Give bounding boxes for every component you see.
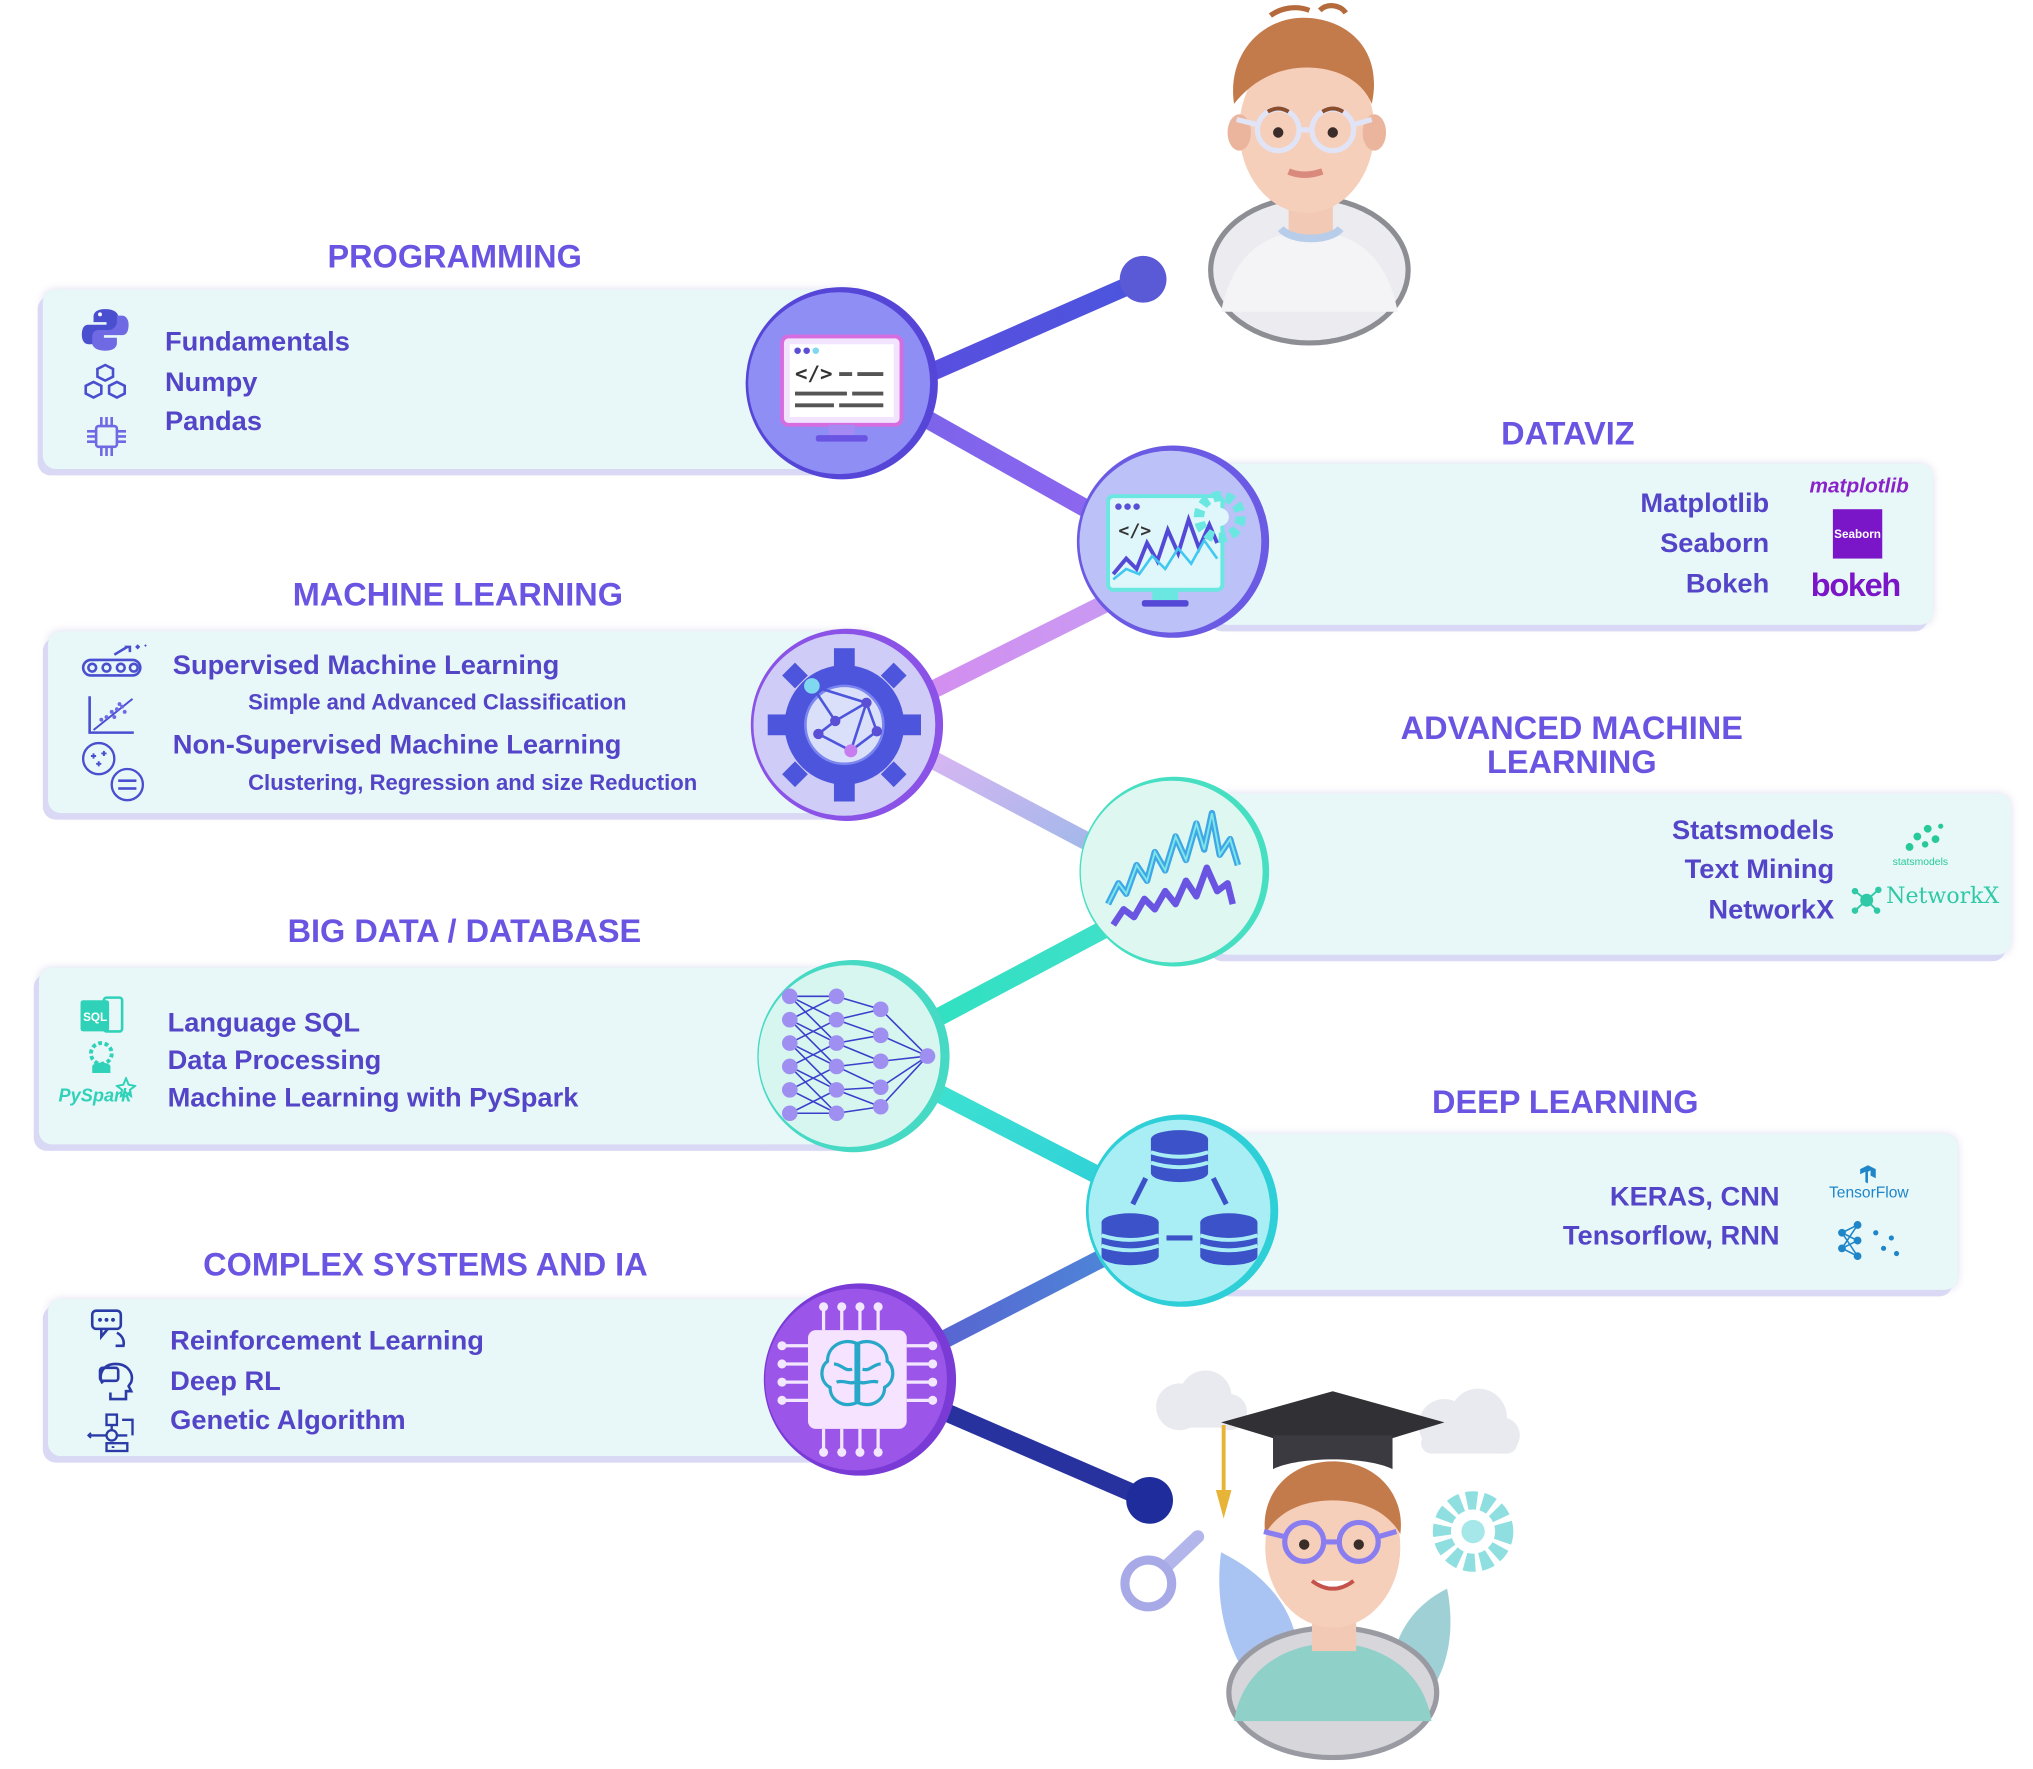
machine-learning-item-3: Non-Supervised Machine Learning <box>172 730 622 760</box>
bokeh-logo: bokeh <box>1810 567 1901 605</box>
dataviz-item-1: Matplotlib <box>1640 488 1770 519</box>
big-data-item-1: Language SQL <box>167 1008 361 1038</box>
machine-learning-item-2: Simple and Advanced Classification <box>248 689 627 715</box>
big-data-title: BIG DATA / DATABASE <box>287 913 642 950</box>
programming-item-2: Numpy <box>164 367 258 398</box>
statsmodels-icon <box>1905 823 1944 851</box>
sql-logo-text: SQL <box>83 1011 107 1024</box>
neural-net-icon <box>1838 1221 1900 1261</box>
advanced-ml-item-1: Statsmodels <box>1671 815 1835 846</box>
tensorflow-logo: TensorFlow <box>1828 1183 1909 1202</box>
link-start <box>905 270 1147 391</box>
complex-systems-panel <box>48 1299 867 1457</box>
student-avatar <box>1208 3 1411 346</box>
svg-text:</>: </> <box>795 362 833 386</box>
link-programming-dataviz <box>904 401 1122 535</box>
sql-icon: SQL <box>80 996 124 1033</box>
chat-bot-icon <box>90 1309 126 1348</box>
programming-title: PROGRAMMING <box>327 239 582 276</box>
advanced-ml-title: ADVANCED MACHINE LEARNING <box>1364 712 1780 780</box>
complex-systems-item-1: Reinforcement Learning <box>170 1326 484 1357</box>
big-data-panel <box>38 967 877 1145</box>
machine-learning-gear-node <box>750 628 944 821</box>
machine-learning-panel <box>48 631 875 814</box>
scatter-plot-icon <box>88 696 134 734</box>
complex-systems-item-3: Genetic Algorithm <box>170 1405 406 1436</box>
numpy-cubes-icon <box>84 363 127 399</box>
deep-learning-title: DEEP LEARNING <box>1432 1084 1699 1122</box>
programming-item-3: Pandas <box>164 406 263 437</box>
start-dot <box>1119 255 1167 303</box>
deep-learning-item-1: KERAS, CNN <box>1609 1182 1780 1212</box>
end-dot <box>1126 1476 1173 1524</box>
advanced-ml-waves-node <box>1079 776 1270 967</box>
programming-monitor-node: </> <box>745 287 938 480</box>
advanced-ml-title-line2: LEARNING <box>1486 744 1657 781</box>
dataviz-panel <box>1214 463 1933 625</box>
programming-item-1: Fundamentals <box>164 327 350 358</box>
deep-learning-database-node <box>1085 1114 1279 1307</box>
big-data-network-node <box>757 959 950 1153</box>
complex-systems-item-2: Deep RL <box>170 1366 281 1397</box>
seaborn-logo: Seaborn <box>1832 509 1883 559</box>
dataviz-chart-node: </> <box>1076 445 1270 638</box>
svg-text:</>: </> <box>1118 520 1151 541</box>
advanced-ml-panel <box>1214 793 2011 955</box>
statsmodels-logo: statsmodels <box>1892 856 1949 868</box>
python-icon <box>81 309 129 351</box>
big-data-item-2: Data Processing <box>167 1045 382 1076</box>
advanced-ml-item-3: NetworkX <box>1708 895 1835 925</box>
complex-systems-title: COMPLEX SYSTEMS AND IA <box>203 1247 648 1284</box>
graduate-avatar <box>1120 1370 1520 1761</box>
machine-learning-item-1: Supervised Machine Learning <box>172 650 560 681</box>
pandas-chip-icon <box>87 416 127 456</box>
deep-learning-panel <box>1221 1134 1958 1290</box>
advanced-ml-item-2: Text Mining <box>1684 854 1835 885</box>
link-advanced-bigdata <box>905 914 1122 1041</box>
dataviz-item-3: Bokeh <box>1685 568 1770 599</box>
deep-learning-item-2: Tensorflow, RNN <box>1562 1221 1780 1251</box>
dataviz-item-2: Seaborn <box>1660 528 1770 559</box>
gear-icon <box>1432 1491 1514 1572</box>
networkx-icon <box>1851 886 1882 914</box>
programming-panel <box>42 289 864 469</box>
link-bigdata-deep <box>905 1070 1128 1197</box>
matplotlib-logo: matplotlib <box>1809 475 1909 498</box>
networkx-logo: NetworkX <box>1886 883 2000 910</box>
advanced-ml-title-line1: ADVANCED MACHINE <box>1400 710 1743 747</box>
big-data-item-3: Machine Learning with PySpark <box>167 1083 579 1114</box>
conveyor-icon <box>81 644 147 677</box>
data-processing-icon <box>88 1041 114 1073</box>
tensorflow-icon <box>1860 1165 1876 1184</box>
algorithm-flow-icon <box>86 1413 134 1453</box>
clusters-icon <box>81 741 145 802</box>
machine-learning-item-4: Clustering, Regression and size Reductio… <box>248 770 698 795</box>
machine-learning-title: MACHINE LEARNING <box>292 576 623 614</box>
head-gear-icon <box>98 1362 134 1401</box>
magnifier-icon <box>1120 1530 1205 1612</box>
complex-systems-brain-chip-node <box>763 1283 957 1476</box>
dataviz-title: DATAVIZ <box>1501 415 1635 453</box>
spark-star-icon <box>115 1076 137 1098</box>
pyspark-logo: PySpark <box>58 1084 132 1106</box>
